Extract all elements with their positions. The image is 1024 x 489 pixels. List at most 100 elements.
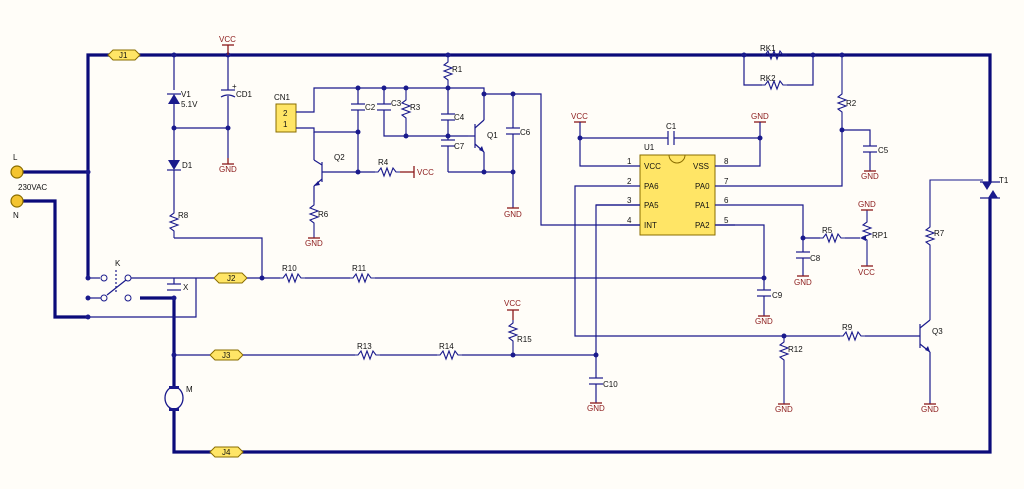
resistor-r9: R9 <box>840 323 865 342</box>
capacitor-c2: C2 <box>351 88 376 172</box>
svg-text:J1: J1 <box>119 51 128 60</box>
svg-text:R9: R9 <box>842 323 853 332</box>
svg-text:C3: C3 <box>391 99 402 108</box>
svg-text:U1: U1 <box>644 143 655 152</box>
net-flag-j1: J1 <box>107 49 141 61</box>
capacitor-c8: C8 <box>796 238 821 276</box>
svg-text:CD1: CD1 <box>236 90 253 99</box>
svg-text:+: + <box>232 82 237 91</box>
svg-text:PA0: PA0 <box>695 182 710 191</box>
u1-left-pins: 1 VCC 2 PA6 3 PA5 4 INT <box>620 157 661 230</box>
svg-text:6: 6 <box>724 196 729 205</box>
resistor-r12: R12 <box>778 336 803 404</box>
resistor-r3: R3 <box>400 88 421 136</box>
mains-label: 230VAC <box>18 183 47 192</box>
svg-text:GND: GND <box>861 172 879 181</box>
svg-text:3: 3 <box>627 196 632 205</box>
capacitor-c9: C9 <box>757 289 783 316</box>
svg-text:5: 5 <box>724 216 729 225</box>
zener-v1: V1 5.1V <box>167 55 198 160</box>
svg-text:8: 8 <box>724 157 729 166</box>
svg-text:J2: J2 <box>227 274 236 283</box>
vcc-u1: VCC <box>571 112 588 123</box>
svg-text:7: 7 <box>724 177 729 186</box>
svg-text:C7: C7 <box>454 142 465 151</box>
svg-text:GND: GND <box>751 112 769 121</box>
svg-text:GND: GND <box>755 317 773 326</box>
svg-text:C8: C8 <box>810 254 821 263</box>
svg-text:R1: R1 <box>452 65 463 74</box>
svg-text:T1: T1 <box>999 176 1009 185</box>
capacitor-c7: C7 <box>441 139 465 172</box>
capacitor-c10: C10 <box>589 377 618 403</box>
resistor-r5: R5 <box>820 226 845 244</box>
terminal-l: L <box>10 153 24 179</box>
svg-text:C5: C5 <box>878 146 889 155</box>
svg-text:Q2: Q2 <box>334 153 345 162</box>
svg-text:4: 4 <box>627 216 632 225</box>
svg-text:GND: GND <box>775 405 793 414</box>
resistor-r13: R13 <box>355 342 380 361</box>
transistor-q2: Q2 <box>313 152 358 187</box>
main-bus <box>23 53 992 454</box>
svg-text:R10: R10 <box>282 264 297 273</box>
resistor-r6: R6 <box>308 202 329 238</box>
gnd-c6: GND <box>504 207 522 219</box>
svg-text:C9: C9 <box>772 291 783 300</box>
gnd-c9: GND <box>755 315 773 326</box>
switch-k: K <box>88 259 196 302</box>
svg-text:VCC: VCC <box>858 268 875 277</box>
svg-text:R15: R15 <box>517 335 532 344</box>
svg-text:C10: C10 <box>603 380 618 389</box>
svg-text:PA2: PA2 <box>695 221 710 230</box>
capacitor-cd1: CD1 + <box>220 55 253 158</box>
svg-text:N: N <box>13 211 19 220</box>
svg-text:VCC: VCC <box>644 162 661 171</box>
svg-text:J4: J4 <box>222 448 231 457</box>
gnd-r12: GND <box>775 403 793 414</box>
triac-t1: T1 <box>980 176 1009 199</box>
svg-text:RP1: RP1 <box>872 231 888 240</box>
svg-text:R8: R8 <box>178 211 189 220</box>
ic-u1: U1 <box>639 143 716 236</box>
svg-text:R5: R5 <box>822 226 833 235</box>
gnd-u1: GND <box>751 112 769 123</box>
capacitor-c6: C6 <box>506 94 531 208</box>
resistor-r2: R2 <box>836 55 857 120</box>
svg-text:1: 1 <box>283 120 288 129</box>
svg-text:VSS: VSS <box>693 162 709 171</box>
svg-text:R7: R7 <box>934 229 945 238</box>
svg-text:PA1: PA1 <box>695 201 710 210</box>
potentiometer-rp1: RP1 <box>860 210 888 266</box>
resistor-rk2: RK2 <box>760 74 787 91</box>
svg-text:GND: GND <box>921 405 939 414</box>
vcc-rp1: VCC <box>858 265 875 277</box>
svg-text:VCC: VCC <box>571 112 588 121</box>
vcc-r4: VCC <box>400 166 434 178</box>
svg-text:C2: C2 <box>365 103 376 112</box>
capacitor-c1: C1 <box>666 122 677 145</box>
svg-text:C1: C1 <box>666 122 677 131</box>
svg-text:VCC: VCC <box>219 35 236 44</box>
u1-right-pins: 8 VSS 7 PA0 6 PA1 5 PA2 <box>693 157 735 230</box>
svg-text:GND: GND <box>305 239 323 248</box>
svg-text:VCC: VCC <box>504 299 521 308</box>
transistor-q3: Q3 <box>919 319 943 353</box>
resistor-r4: R4 <box>375 158 400 178</box>
motor-m: M <box>164 380 193 428</box>
resistor-r10: R10 <box>280 264 305 284</box>
svg-text:GND: GND <box>858 200 876 209</box>
svg-text:J3: J3 <box>222 351 231 360</box>
resistor-r1: R1 <box>442 55 463 88</box>
net-flag-j4: J4 <box>209 446 244 458</box>
svg-text:M: M <box>186 385 193 394</box>
svg-text:D1: D1 <box>182 161 193 170</box>
gnd-q3: GND <box>921 403 939 414</box>
capacitor-c4: C4 <box>441 88 465 140</box>
diode-d1: D1 <box>167 160 193 210</box>
svg-text:Q1: Q1 <box>487 131 498 140</box>
resistor-r11: R11 <box>350 264 375 284</box>
svg-text:R12: R12 <box>788 345 803 354</box>
svg-text:VCC: VCC <box>417 168 434 177</box>
